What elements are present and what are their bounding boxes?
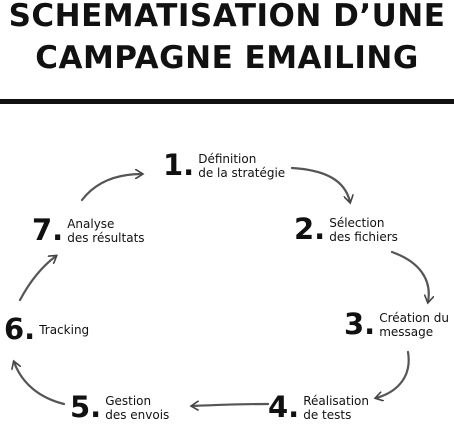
step-5: 5. Gestion des envois [70, 393, 169, 422]
step-label-line: des fichiers [329, 229, 398, 244]
title-underline [0, 99, 454, 104]
step-label: Réalisation de tests [303, 394, 369, 422]
step-label-line: message [379, 324, 434, 339]
step-label: Tracking [39, 323, 89, 337]
step-label-line: des résultats [67, 230, 145, 245]
step-label-line: de la stratégie [198, 165, 286, 180]
arrow-1-to-2 [290, 166, 350, 202]
arrow-6-to-7 [18, 256, 56, 302]
step-label: Définition de la stratégie [198, 152, 285, 180]
step-label-line: Réalisation [303, 393, 369, 408]
step-number: 2. [294, 212, 326, 246]
step-label: Analyse des résultats [67, 217, 144, 245]
step-2: 2. Sélection des fichiers [294, 215, 398, 244]
step-6: 6. Tracking [4, 315, 89, 344]
step-number: 7. [32, 213, 64, 247]
diagram-title-line-2: CAMPAGNE EMAILING [35, 40, 419, 76]
step-number: 3. [344, 307, 376, 341]
step-label-line: Tracking [39, 322, 90, 337]
arrow-5-to-6 [14, 362, 66, 406]
arrow-2-to-3 [390, 250, 429, 302]
step-label-line: Sélection [329, 215, 385, 230]
step-3: 3. Création du message [344, 310, 449, 339]
arrow-7-to-1 [80, 174, 142, 202]
step-label-line: des envois [105, 407, 170, 422]
step-label-line: Analyse [67, 216, 115, 231]
step-label: Création du message [379, 311, 449, 339]
step-label: Sélection des fichiers [329, 216, 398, 244]
step-number: 6. [4, 312, 36, 346]
arrow-3-to-4 [376, 350, 410, 398]
step-7: 7. Analyse des résultats [32, 216, 145, 245]
step-number: 4. [268, 390, 300, 424]
step-label-line: de tests [303, 407, 352, 422]
step-label-line: Création du [379, 310, 450, 325]
step-label-line: Gestion [105, 393, 152, 408]
step-number: 1. [163, 148, 195, 182]
arrow-4-to-5 [192, 404, 270, 406]
step-label-line: Définition [198, 151, 257, 166]
step-number: 5. [70, 390, 102, 424]
step-1: 1. Définition de la stratégie [163, 151, 285, 180]
diagram-title-line-1: SCHEMATISATION D’UNE [8, 0, 446, 34]
step-label: Gestion des envois [105, 394, 169, 422]
step-4: 4. Réalisation de tests [268, 393, 369, 422]
